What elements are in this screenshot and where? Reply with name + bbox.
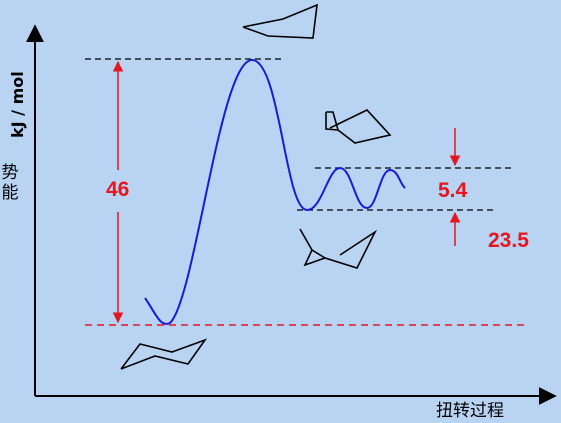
y-axis-sublabel-1: 势 — [2, 163, 19, 183]
barrier-value-main: 46 — [106, 178, 129, 201]
half-chair-conformer — [242, 3, 318, 39]
x-axis-label: 扭转过程 — [436, 401, 504, 421]
chair-conformer — [120, 338, 208, 370]
barrier-value-small: 5.4 — [438, 179, 468, 202]
twist-boat-conformer — [299, 228, 378, 269]
boat-conformer — [326, 109, 392, 144]
energy-curve — [144, 58, 406, 325]
barrier-value-intermediate: 23.5 — [488, 229, 529, 252]
twist-boat-conformer-edge — [311, 249, 326, 259]
y-axis-label: kJ / mol — [8, 71, 27, 138]
boat-conformer-edge — [325, 112, 339, 131]
y-axis-sublabel-2: 能 — [2, 183, 19, 203]
